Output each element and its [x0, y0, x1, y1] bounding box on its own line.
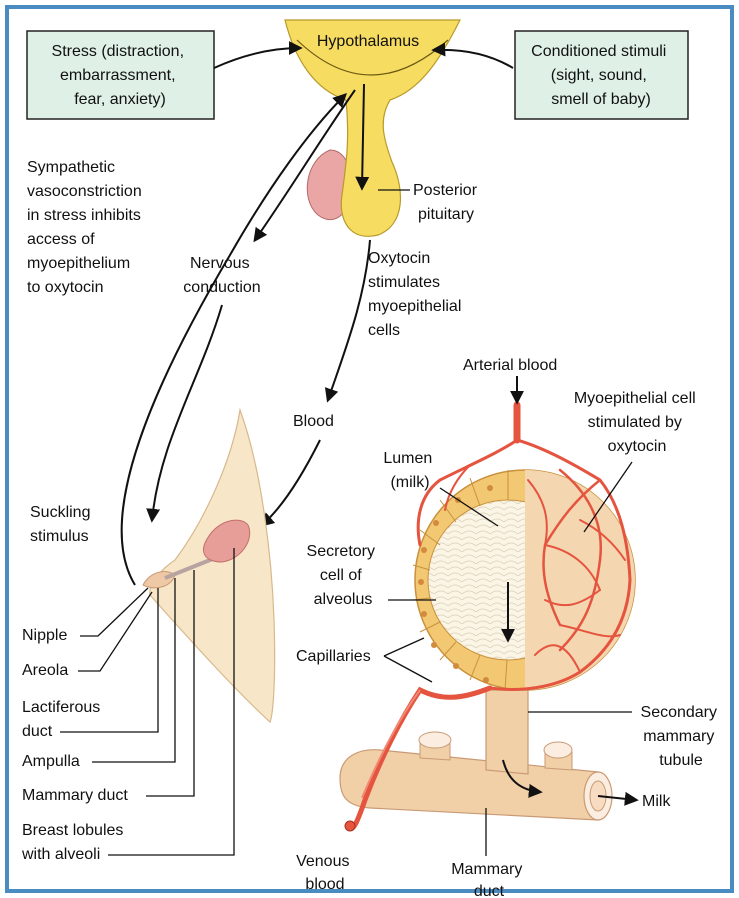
areola-leader [78, 592, 152, 671]
secretory-cell-label: Secretory cell of alveolus [307, 543, 380, 608]
lumen-label: Lumen (milk) [383, 450, 436, 491]
venous-vessel-end [345, 821, 355, 831]
side-tubule-opening-left [419, 732, 451, 748]
breast-shape [150, 410, 275, 722]
nipple-label: Nipple [22, 627, 67, 644]
lactiferous-duct-label: Lactiferous duct [22, 699, 105, 740]
nipple-leader [80, 588, 148, 636]
suckling-label: Suckling stimulus [30, 504, 95, 545]
blood-label: Blood [293, 413, 334, 430]
conditioned-stimuli-box: Conditioned stimuli (sight, sound, smell… [515, 31, 688, 119]
venous-blood-label: Venous blood [296, 853, 354, 893]
sympathetic-label: Sympathetic vasoconstriction in stress i… [27, 159, 146, 296]
conditioned-arrow [434, 50, 513, 68]
capillaries-leader-1 [384, 638, 424, 656]
stress-line-3: fear, anxiety) [74, 91, 166, 108]
ampulla-label: Ampulla [22, 753, 80, 770]
breast [143, 410, 275, 722]
capillaries-leader-2 [384, 656, 432, 682]
mammary-duct-breast-label: Mammary duct [22, 787, 128, 804]
conditioned-line-3: smell of baby) [551, 91, 651, 108]
pituitary-to-blood-arrow [328, 240, 370, 400]
oxytocin-label: Oxytocin stimulates myoepithelial cells [368, 250, 466, 339]
stress-line-1: Stress (distraction, [52, 43, 184, 60]
alveolus-detail [340, 405, 635, 831]
conditioned-line-1: Conditioned stimuli [531, 43, 666, 60]
secondary-tubule-label: Secondary mammary tubule [641, 704, 722, 769]
posterior-pituitary-label: Posterior pituitary [413, 182, 481, 223]
capillaries-label: Capillaries [296, 648, 371, 665]
conditioned-line-2: (sight, sound, [551, 67, 647, 84]
myoepithelial-label: Myoepithelial cell stimulated by oxytoci… [574, 390, 700, 455]
blood-to-breast-arrow [262, 440, 320, 525]
hypothalamus-label: Hypothalamus [317, 33, 419, 50]
arterial-blood-label: Arterial blood [463, 357, 557, 374]
secondary-tubule [486, 690, 528, 774]
nervous-to-breast-arrow [152, 305, 222, 520]
stress-box: Stress (distraction, embarrassment, fear… [27, 31, 214, 119]
breast-lobules-label: Breast lobules with alveoli [21, 822, 128, 863]
stress-arrow [214, 48, 300, 68]
svg-text:Conditioned stimuli (sig: Conditioned stimuli (sight, sound, smell… [531, 43, 671, 108]
stress-line-2: embarrassment, [60, 67, 176, 84]
hypothalamus-pituitary: Hypothalamus [285, 20, 460, 236]
areola-label: Areola [22, 662, 68, 679]
milk-label: Milk [642, 793, 671, 810]
side-tubule-opening-right [544, 742, 572, 758]
nervous-conduction-label: Nervous conduction [183, 255, 260, 296]
